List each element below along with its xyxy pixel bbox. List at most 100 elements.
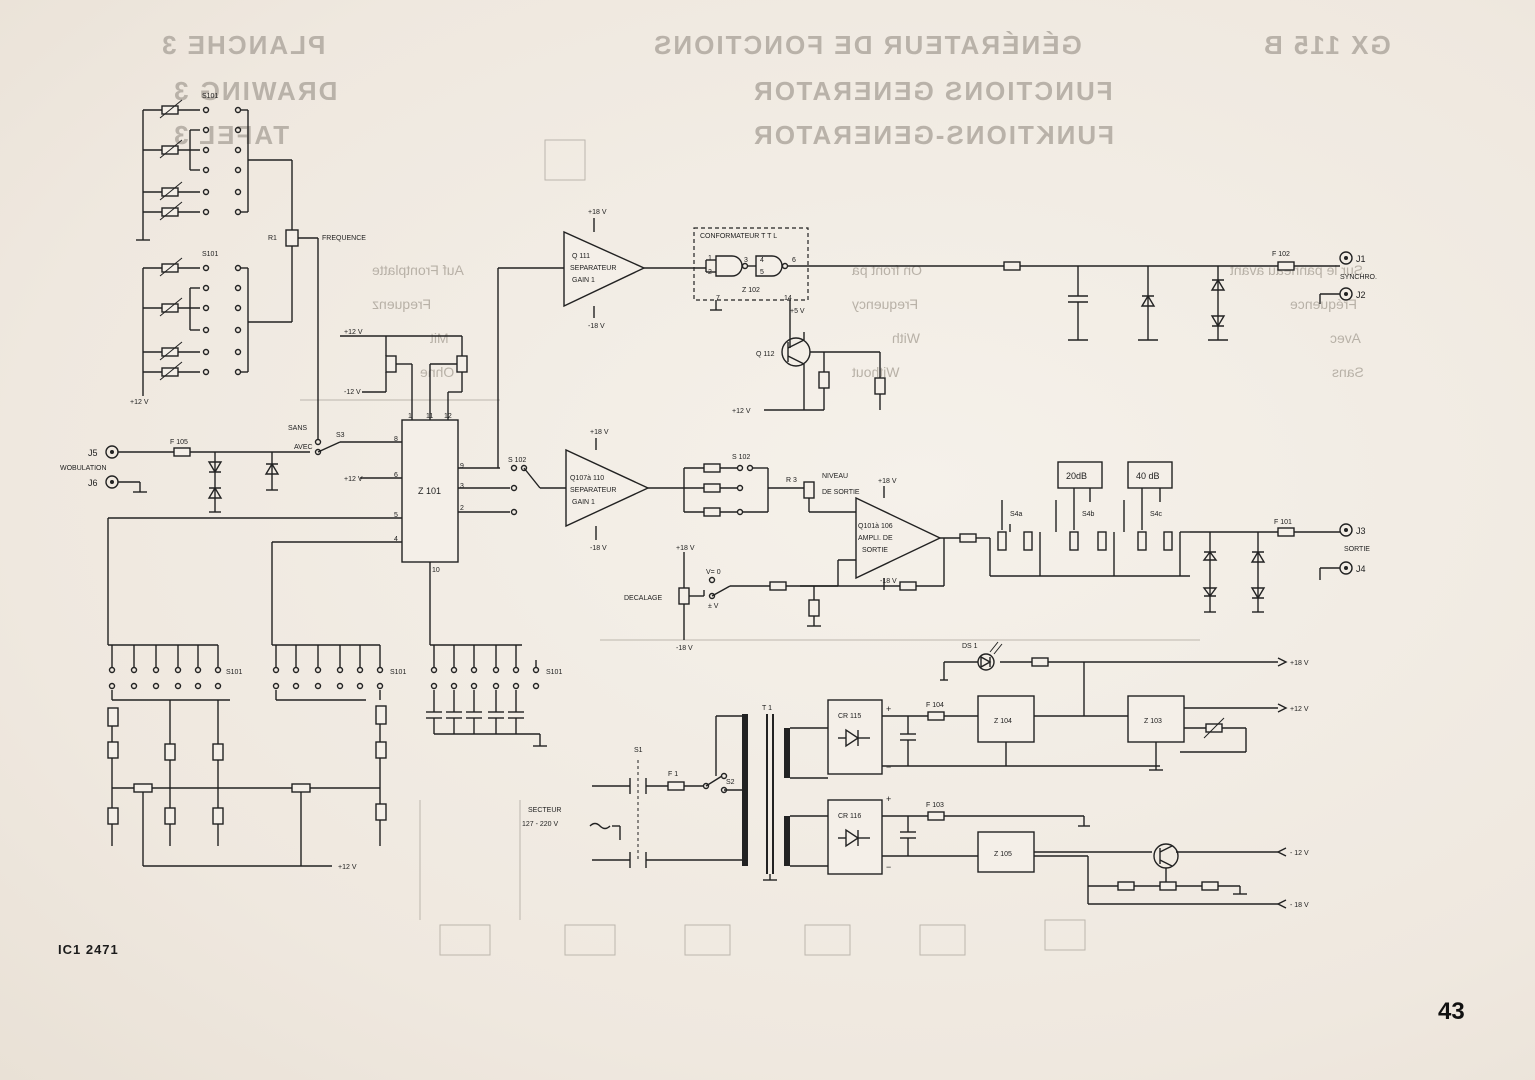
svg-text:5: 5 — [760, 269, 764, 276]
amp-pos-supply: +18 V — [878, 478, 897, 485]
ds1-label: DS 1 — [962, 643, 978, 650]
rail-m12-label: - 12 V — [1290, 850, 1309, 857]
q107-label: Q107à 110 — [570, 475, 604, 482]
decalage-neg-supply: -18 V — [676, 645, 693, 652]
voltage-regulators: F 104 Z 104 Z 103 DS 1 F 103 — [926, 641, 1278, 905]
s4a-label: S4a — [1010, 511, 1023, 518]
niveau-label: NIVEAU — [822, 473, 848, 480]
cr116-minus: − — [886, 862, 891, 872]
svg-text:1: 1 — [408, 413, 412, 420]
q111-separator-label: SEPARATEUR — [570, 265, 616, 272]
level-network: S 102 R 3 NIVEAU DE SORTIE — [683, 454, 860, 517]
j1-label: J1 — [1356, 254, 1366, 264]
decalage-pos-supply: +18 V — [676, 545, 695, 552]
j5-label: J5 — [88, 448, 98, 458]
output-attenuators: 20dB 40 dB S4a S4b S4c — [989, 461, 1278, 577]
q107-separator-label: SEPARATEUR — [570, 487, 616, 494]
mains-voltage-label: 127 - 220 V — [522, 821, 559, 828]
s101-label-1: S101 — [202, 93, 218, 100]
svg-text:9: 9 — [460, 463, 464, 470]
svg-text:2: 2 — [708, 269, 712, 276]
svg-text:4: 4 — [760, 257, 764, 264]
ampli-label: AMPLI. DE — [858, 535, 893, 542]
svg-text:1: 1 — [708, 255, 712, 262]
s101-label-3: S101 — [226, 669, 242, 676]
s101-label-2: S101 — [202, 251, 218, 258]
z101-supply-label: +12 V — [344, 476, 363, 483]
waveform-selector-s102: S 102 — [458, 267, 566, 516]
transformer-t1: T 1 — [742, 705, 828, 881]
sortie-label: SORTIE — [1344, 546, 1370, 553]
q111-pos-supply: +18 V — [588, 209, 607, 216]
f1-label: F 1 — [668, 771, 678, 778]
svg-text:8: 8 — [394, 436, 398, 443]
ttl-shaper-label: CONFORMATEUR T T L — [700, 233, 777, 240]
q111-gain-label: GAIN 1 — [572, 277, 595, 284]
ampli-sortie-label: SORTIE — [862, 547, 888, 554]
drawing-reference: IC1 2471 — [58, 942, 119, 957]
f101-label: F 101 — [1274, 519, 1292, 526]
z102-label: Z 102 — [742, 287, 760, 294]
frequency-switch-bank-lower: S101 +12 V — [130, 251, 249, 406]
z101-label: Z 101 — [418, 486, 441, 496]
q107-neg-supply: -18 V — [590, 545, 607, 552]
f104-label: F 104 — [926, 702, 944, 709]
s3-label: S3 — [336, 432, 345, 439]
decalage-label: DECALAGE — [624, 595, 662, 602]
s101-label-5: S101 — [546, 669, 562, 676]
ttl-supply-label: +5 V — [790, 308, 805, 315]
t1-label: T 1 — [762, 705, 772, 712]
q111-neg-supply: -18 V — [588, 323, 605, 330]
z101-trim-supply-pos: +12 V — [344, 329, 363, 336]
j3-label: J3 — [1356, 526, 1366, 536]
pm-v-label: ± V — [708, 603, 719, 610]
svg-text:5: 5 — [394, 512, 398, 519]
cr115-minus: − — [886, 762, 891, 772]
frequency-label: FREQUENCE — [322, 235, 366, 242]
frequency-switch-bank-upper: S101 R1 FREQUENCE — [136, 93, 366, 440]
q112-5v-regulator: Q 112 +12 V — [732, 332, 886, 415]
r3-label: R 3 — [786, 477, 797, 484]
r1-label: R1 — [268, 235, 277, 242]
range-switch-network: S101 +12 V — [107, 644, 562, 871]
s101-label-4: S101 — [390, 669, 406, 676]
svg-text:2: 2 — [460, 505, 464, 512]
cr115-plus: + — [886, 704, 891, 714]
q111-label: Q 111 — [572, 253, 590, 260]
j4-label: J4 — [1356, 564, 1366, 574]
rail-p12-label: +12 V — [1290, 706, 1309, 713]
j6-label: J6 — [88, 478, 98, 488]
svg-text:10: 10 — [432, 567, 440, 574]
wobulation-input: J5 J6 WOBULATION F 105 — [60, 439, 310, 513]
cr116-label: CR 116 — [838, 813, 861, 820]
mains-input: S1 F 1 S2 SECTEUR 127 - 220 V — [522, 715, 742, 868]
z104-label: Z 104 — [994, 718, 1012, 725]
q112-label: Q 112 — [756, 351, 775, 358]
bleed-ghost-shapes — [300, 139, 1200, 956]
de-sortie-label: DE SORTIE — [822, 489, 860, 496]
wobulation-label: WOBULATION — [60, 465, 107, 472]
synchro-label: SYNCHRO. — [1340, 274, 1377, 281]
j2-label: J2 — [1356, 290, 1366, 300]
svg-text:7: 7 — [716, 295, 720, 302]
att20-label: 20dB — [1066, 471, 1087, 481]
z105-label: Z 105 — [994, 851, 1012, 858]
rail-p18-label: +18 V — [1290, 660, 1309, 667]
page-number: 43 — [1438, 998, 1465, 1025]
svg-text:6: 6 — [792, 257, 796, 264]
svg-text:3: 3 — [744, 257, 748, 264]
svg-text:3: 3 — [460, 483, 464, 490]
bank-supply-label: +12 V — [130, 399, 149, 406]
f102-label: F 102 — [1272, 251, 1290, 258]
z103-label: Z 103 — [1144, 718, 1162, 725]
v0-label: V= 0 — [706, 569, 721, 576]
z101-function-generator-ic: Z 101 8 6 5 4 9 3 2 1 11 12 10 +12 V -12… — [107, 329, 468, 645]
dc-offset-decalage: +18 V -18 V DECALAGE V= 0 ± V — [624, 545, 838, 652]
secteur-label: SECTEUR — [528, 807, 561, 814]
sync-output-chain: F 102 J1 SYNCHRO. J2 — [1003, 251, 1377, 341]
s4b-label: S4b — [1082, 511, 1095, 518]
main-output: F 101 J3 SORTIE J4 — [1202, 519, 1370, 613]
